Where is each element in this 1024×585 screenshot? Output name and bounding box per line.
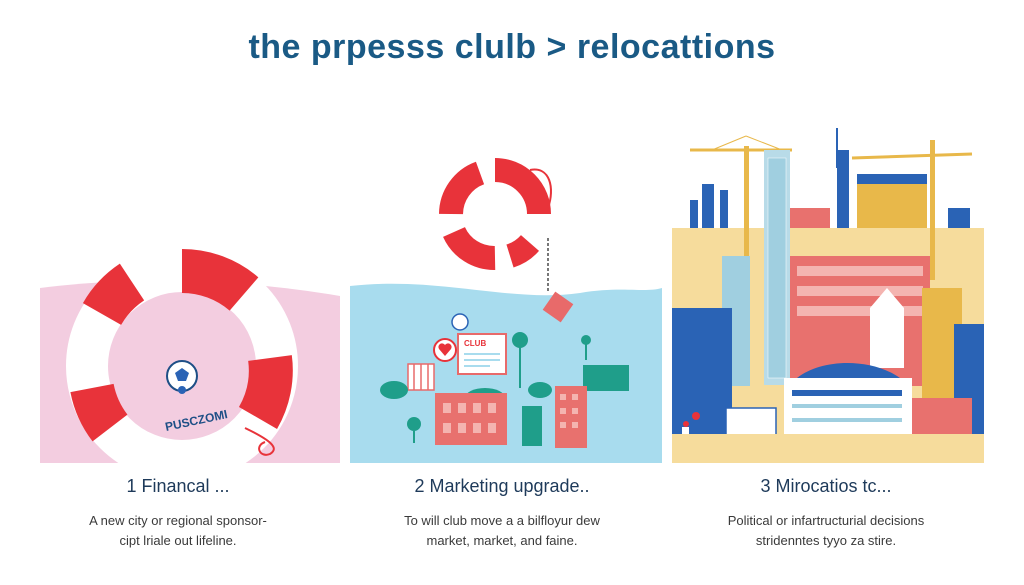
caption-desc-line2: market, market, and faine. [426,533,578,548]
stadium-icon [784,363,912,434]
caption-desc-line1: A new city or regional sponsor- [89,513,267,528]
financial-illustration: PUSCZOMI [40,249,340,463]
caption-desc-line1: To will club move a a bilfloyur dew [404,513,600,528]
caption-desc-line2: cipt lriale out lifeline. [119,533,237,548]
caption-desc-line2: stridenntes tyyo za stire. [755,533,897,548]
caption-title: 2 Marketing upgrade.. [414,476,590,496]
panel-financial: PUSCZOMI [40,128,340,463]
caption-desc: A new city or regional sponsor-cipt lria… [28,511,328,551]
heart-icon [433,338,457,362]
panel-relocation [672,128,984,463]
caption-title: 3 Mirocatios tc... [760,476,892,496]
billboard-icon [583,365,629,391]
panel-marketing: CLUB [350,128,662,463]
caption-desc-line1: Political or infartructurial decisions [727,513,925,528]
building-icon [435,386,587,448]
soccer-ball-icon [166,360,198,394]
caption-marketing: 2 Marketing upgrade.. To will club move … [352,476,652,551]
relocation-illustration [672,128,984,463]
caption-title: 1 Financal ... [126,476,230,496]
user-icon [451,313,469,331]
lifebuoy-icon [439,158,552,293]
lifebuoy-icon: PUSCZOMI [66,249,298,463]
tree-icon [512,332,591,388]
caption-desc: To will club move a a bilfloyur dew marke… [352,511,652,551]
caption-relocation: 3 Mirocatios tc... Political or infartru… [676,476,976,551]
ad-card: CLUB [457,333,507,375]
marketing-illustration: CLUB [350,158,662,463]
caption-financial: 1 Financal ... A new city or regional sp… [28,476,328,551]
page-title: the prpesss clulb > relocattions [248,28,776,66]
caption-desc: Political or infartructurial decisions st… [676,511,976,551]
ad-sign-label: CLUB [464,339,486,348]
